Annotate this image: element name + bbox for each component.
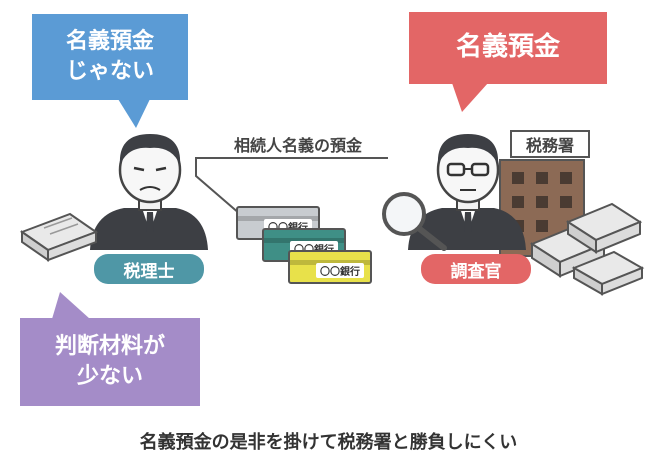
card-stripe <box>238 216 318 221</box>
bubble-not-nominal-deposit: 名義預金 じゃない <box>32 14 188 100</box>
bubble-tail-red <box>452 83 488 112</box>
bank-card-label: 〇〇銀行 <box>316 263 364 278</box>
magnifying-glass-icon <box>382 192 447 251</box>
diagram-caption: 名義預金の是非を掛けて税務署と勝負しにくい <box>139 432 518 453</box>
document-stack-right <box>529 202 645 296</box>
bubble-insufficient-evidence-text: 判断材料が 少ない <box>54 334 165 389</box>
heir-deposit-label: 相続人名義の預金 <box>233 136 362 155</box>
card-stripe <box>264 238 344 243</box>
role-badge-investigator-text: 調査官 <box>450 261 502 282</box>
tax-accountant-figure <box>90 134 208 250</box>
bubble-tail-purple <box>52 292 90 319</box>
bubble-nominal-deposit: 名義預金 <box>409 12 607 84</box>
role-badge-investigator: 調査官 <box>421 254 531 284</box>
connector-line-left <box>195 157 241 215</box>
bubble-tail-blue <box>118 99 150 128</box>
card-stripe <box>290 260 370 265</box>
tax-office-sign: 税務署 <box>510 130 590 158</box>
document-stack-left <box>19 212 99 262</box>
bubble-nominal-deposit-text: 名義預金 <box>455 32 560 63</box>
role-badge-tax-accountant-text: 税理士 <box>123 261 175 282</box>
bubble-not-nominal-deposit-text: 名義預金 じゃない <box>65 29 154 84</box>
role-badge-tax-accountant: 税理士 <box>94 254 204 284</box>
bubble-insufficient-evidence: 判断材料が 少ない <box>20 318 200 406</box>
bank-card-yellow: 〇〇銀行 <box>288 250 372 284</box>
